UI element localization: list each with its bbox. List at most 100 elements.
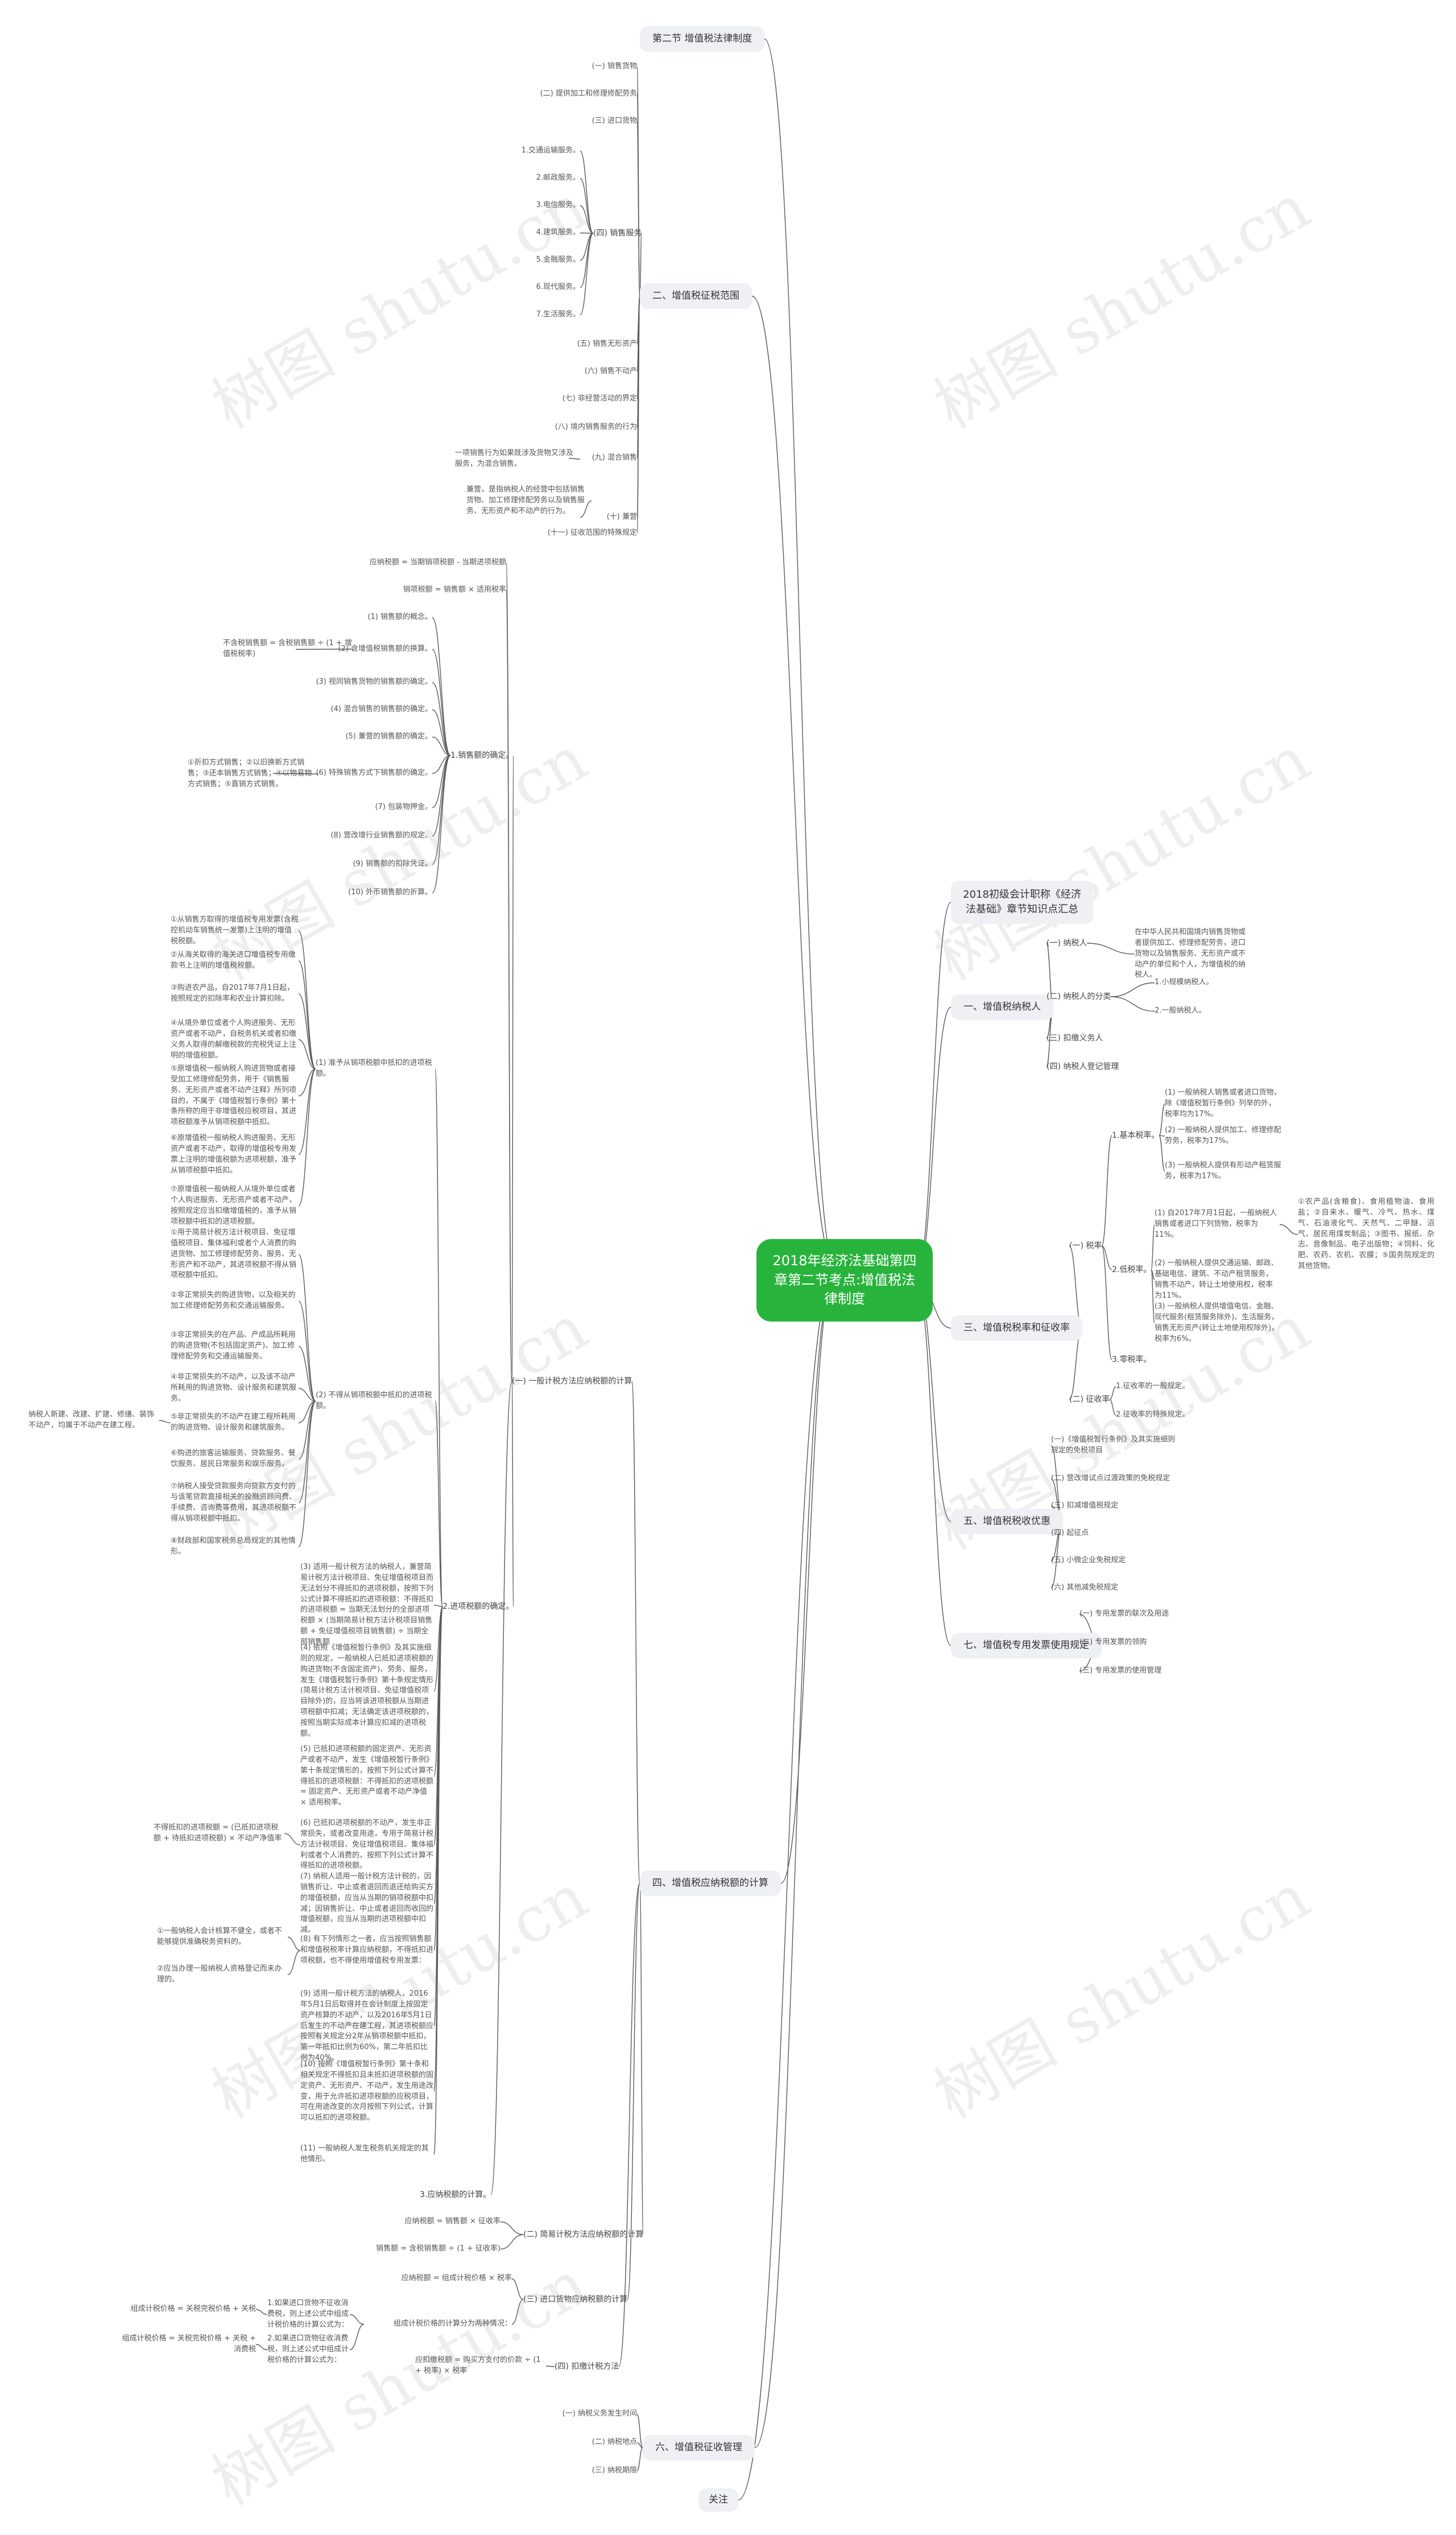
s4-withholding[interactable]: (四) 扣缴计税方法 xyxy=(555,2362,619,2371)
s4-import-cases: 组成计税价格的计算分为两种情况： xyxy=(393,2319,512,2328)
s2-services[interactable]: (四) 销售服务 xyxy=(593,229,642,238)
s4-q2-item: ③非正常损失的在产品、产成品所耗用的购进货物(不包括固定资产)、加工修理修配劳务… xyxy=(171,1331,296,1361)
connector-line xyxy=(349,2323,365,2351)
branch-tax-rate[interactable]: 三、增值税税率和征收率 xyxy=(951,1315,1082,1341)
s4-q2-item: ⑦纳税人接受贷款服务向贷款方支付的与该笔贷款直接相关的投融资顾问费、手续费、咨询… xyxy=(171,1482,297,1523)
s3-rate[interactable]: (一) 税率 xyxy=(1069,1241,1102,1250)
connector-line xyxy=(506,589,512,1382)
s3-low-rate[interactable]: 2.低税率。 xyxy=(1112,1265,1152,1274)
connector-line xyxy=(298,1401,316,1460)
s2-item-10: (十) 兼营 xyxy=(606,513,637,521)
branch-tax-scope[interactable]: 二、增值税征税范围 xyxy=(640,283,752,309)
s3-levy-rate[interactable]: (二) 征收率 xyxy=(1069,1395,1110,1404)
s2-item-8: (八) 境内销售服务的行为 xyxy=(555,423,637,431)
s4-q1-item: ⑦原增值税一般纳税人从境外单位或者个人购进服务、无形资产或者不动产，按照规定应当… xyxy=(171,1185,297,1226)
branch-tax-incentives[interactable]: 五、增值税税收优惠 xyxy=(951,1509,1063,1534)
connector-line xyxy=(349,2314,365,2325)
connector-line xyxy=(631,1381,640,1884)
connector-line xyxy=(432,755,451,865)
s4-q8-item: ①一般纳税人会计核算不健全，或者不能够提供准确税务资料的。 xyxy=(157,1927,282,1946)
s4-input-q1[interactable]: (1) 准予从销项税额中抵扣的进项税额。 xyxy=(316,1059,432,1078)
branch-taxpayer[interactable]: 一、增值税纳税人 xyxy=(951,994,1053,1020)
s1-taxpayer-desc: 在中华人民共和国境内销售货物或者提供加工、修理修配劳务，进口货物以及销售服务、无… xyxy=(1135,928,1246,980)
branch-tax-payable[interactable]: 四、增值税应纳税额的计算 xyxy=(640,1871,781,1896)
connector-line xyxy=(298,1300,316,1402)
s2-item-6: (六) 销售不动产 xyxy=(584,367,637,375)
s4-payable[interactable]: 3.应纳税额的计算。 xyxy=(420,2190,491,2199)
connector-line xyxy=(1159,1135,1165,1172)
s4-general-method[interactable]: (一) 一般计税方法应纳税额的计算 xyxy=(512,1377,632,1386)
s3-basic-rate[interactable]: 1.基本税率。 xyxy=(1112,1131,1160,1140)
s7-item-1: (一) 专用发票的联次及用途 xyxy=(1079,1609,1169,1618)
connector-line xyxy=(298,960,316,1070)
root-connector xyxy=(751,295,837,1270)
s7-item-2: (二) 专用发票的领购 xyxy=(1079,1638,1147,1646)
connector-line xyxy=(1110,996,1155,1012)
connector-line xyxy=(433,1606,443,2155)
intro-topic[interactable]: 2018初级会计职称《经济法基础》章节知识点汇总 xyxy=(951,881,1093,924)
branch-special-invoice[interactable]: 七、增值税专用发票使用规定 xyxy=(951,1633,1102,1658)
connector-line xyxy=(511,1381,514,1607)
s4-sales-amount[interactable]: 1.销售额的确定。 xyxy=(450,751,514,760)
connector-line xyxy=(1101,1245,1112,1360)
s4-q2-item: ④非正常损失的不动产，以及该不动产所耗用的购进货物、设计服务和建筑服务。 xyxy=(171,1373,297,1403)
branch-section-title[interactable]: 第二节 增值税法律制度 xyxy=(640,26,765,52)
s4-import[interactable]: (三) 进口货物应纳税额的计算 xyxy=(523,2295,628,2304)
connector-line xyxy=(636,2442,643,2449)
connector-line xyxy=(618,1882,640,2367)
s4-q2-item: ⑧财政部和国家税务总局规定的其他情形。 xyxy=(171,1537,296,1556)
s4-import-case-1: 1.如果进口货物不征收消费税，则上述公式中组成计税价格的计算公式为： xyxy=(267,2299,349,2329)
branch-related[interactable]: 关注 xyxy=(698,2488,738,2512)
s4-sales-p2: (2) 含增值税销售额的换算。 xyxy=(338,645,432,653)
connector-line xyxy=(580,500,592,518)
root-connector xyxy=(915,902,952,1281)
s4-input-q10: (10) 按照《增值税暂行条例》第十条和相关规定不得抵扣且未抵扣进项税额的固定资… xyxy=(300,2060,434,2123)
connector-line xyxy=(1109,1386,1116,1400)
connector-line xyxy=(298,1401,316,1423)
root-topic[interactable]: 2018年经济法基础第四章第二节考点:增值税法律制度 xyxy=(756,1239,933,1322)
s5-item-4: (四) 起征点 xyxy=(1051,1529,1089,1537)
s4-input-tax[interactable]: 2.进项税额的确定。 xyxy=(442,1602,514,1611)
s1-withholding[interactable]: (三) 扣缴义务人 xyxy=(1046,1034,1103,1043)
connector-line xyxy=(1101,1245,1112,1270)
connector-line xyxy=(432,736,451,756)
s3-low-2: (2) 一般纳税人提供交通运输、邮政、基础电信、建筑、不动产租赁服务，销售不动产… xyxy=(1155,1259,1279,1300)
s1-taxpayer[interactable]: (一) 纳税人 xyxy=(1046,939,1087,948)
s4-q1-item: ①从销售方取得的增值税专用发票(含税控机动车销售统一发票)上注明的增值税税额。 xyxy=(171,915,299,946)
s1-register[interactable]: (四) 纳税人登记管理 xyxy=(1046,1062,1119,1071)
s2-service-7: 7.生活服务。 xyxy=(536,310,580,319)
branch-collection[interactable]: 六、增值税征收管理 xyxy=(643,2435,755,2460)
s2-service-6: 6.现代服务。 xyxy=(536,283,580,291)
s4-q2-item: ⑥购进的旅客运输服务、贷款服务、餐饮服务、居民日常服务和娱乐服务。 xyxy=(171,1449,296,1468)
connector-line xyxy=(627,1882,640,2300)
connector-line xyxy=(580,205,594,234)
connector-line xyxy=(580,150,594,234)
root-connector xyxy=(754,1268,837,2449)
s1-category-2: 2.一般纳税人。 xyxy=(1155,1006,1206,1015)
s4-simple-formula-2: 销售额 = 含税销售额 ÷ (1 + 征收率) xyxy=(376,2244,500,2253)
connector-line xyxy=(287,1937,301,1951)
s4-input-q2[interactable]: (2) 不得从销项税额中抵扣的进项税额。 xyxy=(316,1391,432,1410)
s2-service-1: 1.交通运输服务。 xyxy=(521,146,580,155)
s3-basic-3: (3) 一般纳税人提供有形动产租赁服务，税率为17%。 xyxy=(1165,1161,1281,1180)
s3-zero-rate[interactable]: 3.零税率。 xyxy=(1112,1355,1152,1364)
s4-input-q3: (3) 适用一般计税方法的纳税人，兼营简易计税方法计税项目、免征增值税项目而无法… xyxy=(300,1563,434,1646)
connector-line xyxy=(511,2299,524,2325)
s1-category[interactable]: (二) 纳税人的分类 xyxy=(1046,992,1111,1001)
s4-q1-item: ②从海关取得的海关进口增值税专用缴款书上注明的增值税税额。 xyxy=(171,951,296,970)
s2-item-11: (十一) 征收范围的特殊规定 xyxy=(547,529,637,537)
connector-line xyxy=(1151,1224,1155,1270)
root-connector xyxy=(738,1268,837,2501)
connector-line xyxy=(568,457,581,460)
connector-line xyxy=(298,1068,316,1155)
connector-line xyxy=(298,993,316,1070)
s4-q1-item: ④从境外单位或者个人购进服务、无形资产或者不动产，自税务机关或者扣缴义务人取得的… xyxy=(171,1019,297,1060)
s2-service-3: 3.电信服务。 xyxy=(536,201,580,209)
s4-sales-p1: (1) 销售额的概念。 xyxy=(367,613,432,621)
s4-input-q6: (6) 已抵扣进项税额的不动产，发生非正常损失，或者改变用途，专用于简易计税方法… xyxy=(300,1819,434,1871)
s4-q8-item: ②应当办理一般纳税人资格登记而未办理的。 xyxy=(157,1964,282,1984)
s4-simple-method[interactable]: (二) 简易计税方法应纳税额的计算 xyxy=(523,2230,644,2239)
s4-sales-p5: (5) 兼营的销售额的确定。 xyxy=(345,732,432,741)
connector-line xyxy=(636,2447,643,2472)
s3-levy-1: 1.征收率的一般规定。 xyxy=(1116,1382,1190,1390)
